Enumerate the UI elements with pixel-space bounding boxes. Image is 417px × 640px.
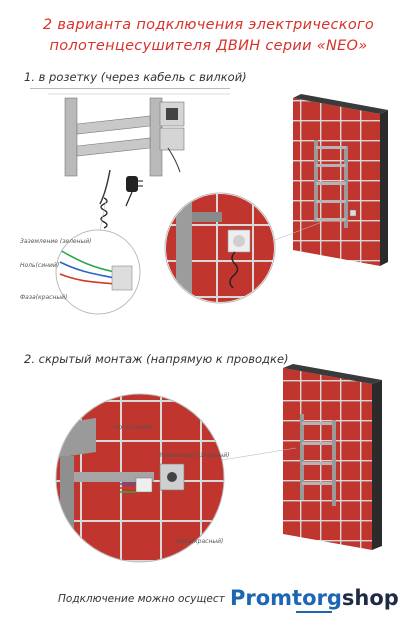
zoom-circle-hidden-wiring <box>55 393 297 563</box>
step-1-underline <box>30 88 230 89</box>
step-2-wire-label-phase: Фаза(красный) <box>176 538 224 545</box>
title-line-1: 2 варианта подключения электрического <box>42 17 375 33</box>
step-1-wire-label-neutral: Ноль(синий) <box>20 262 60 269</box>
zoom-circle-wires <box>55 199 141 315</box>
title-line-2: полотенцесушителя ДВИН серии «NEO» <box>49 38 368 54</box>
promtorgshop-logo: Promtorgshop <box>230 586 399 610</box>
step-2-label: 2. скрытый монтаж (напрямую к проводке) <box>24 352 289 366</box>
zoom-circle-socket <box>164 192 323 304</box>
wall-with-towel-warmer-1 <box>293 94 388 266</box>
logo-part-2: shop <box>341 586 399 610</box>
step-2-wire-label-ground: Заземление (зеленый) <box>158 452 230 459</box>
logo-part-1: Promtorg <box>230 586 342 610</box>
step-1-wire-label-phase: Фаза(красный) <box>20 294 68 301</box>
footer-note: Подключение можно осущест <box>58 593 225 605</box>
step-2-illustration <box>55 364 382 563</box>
step-2-wire-label-neutral: Ноль(синий) <box>114 424 154 431</box>
step-1-illustration <box>48 93 388 315</box>
wall-with-towel-warmer-2 <box>283 364 382 550</box>
step-1-label: 1. в розетку (через кабель с вилкой) <box>24 70 247 84</box>
step-1-wire-label-ground: Заземление (зеленый) <box>20 238 92 245</box>
logo-underline <box>296 611 332 613</box>
towel-warmer-sketch <box>48 93 230 229</box>
